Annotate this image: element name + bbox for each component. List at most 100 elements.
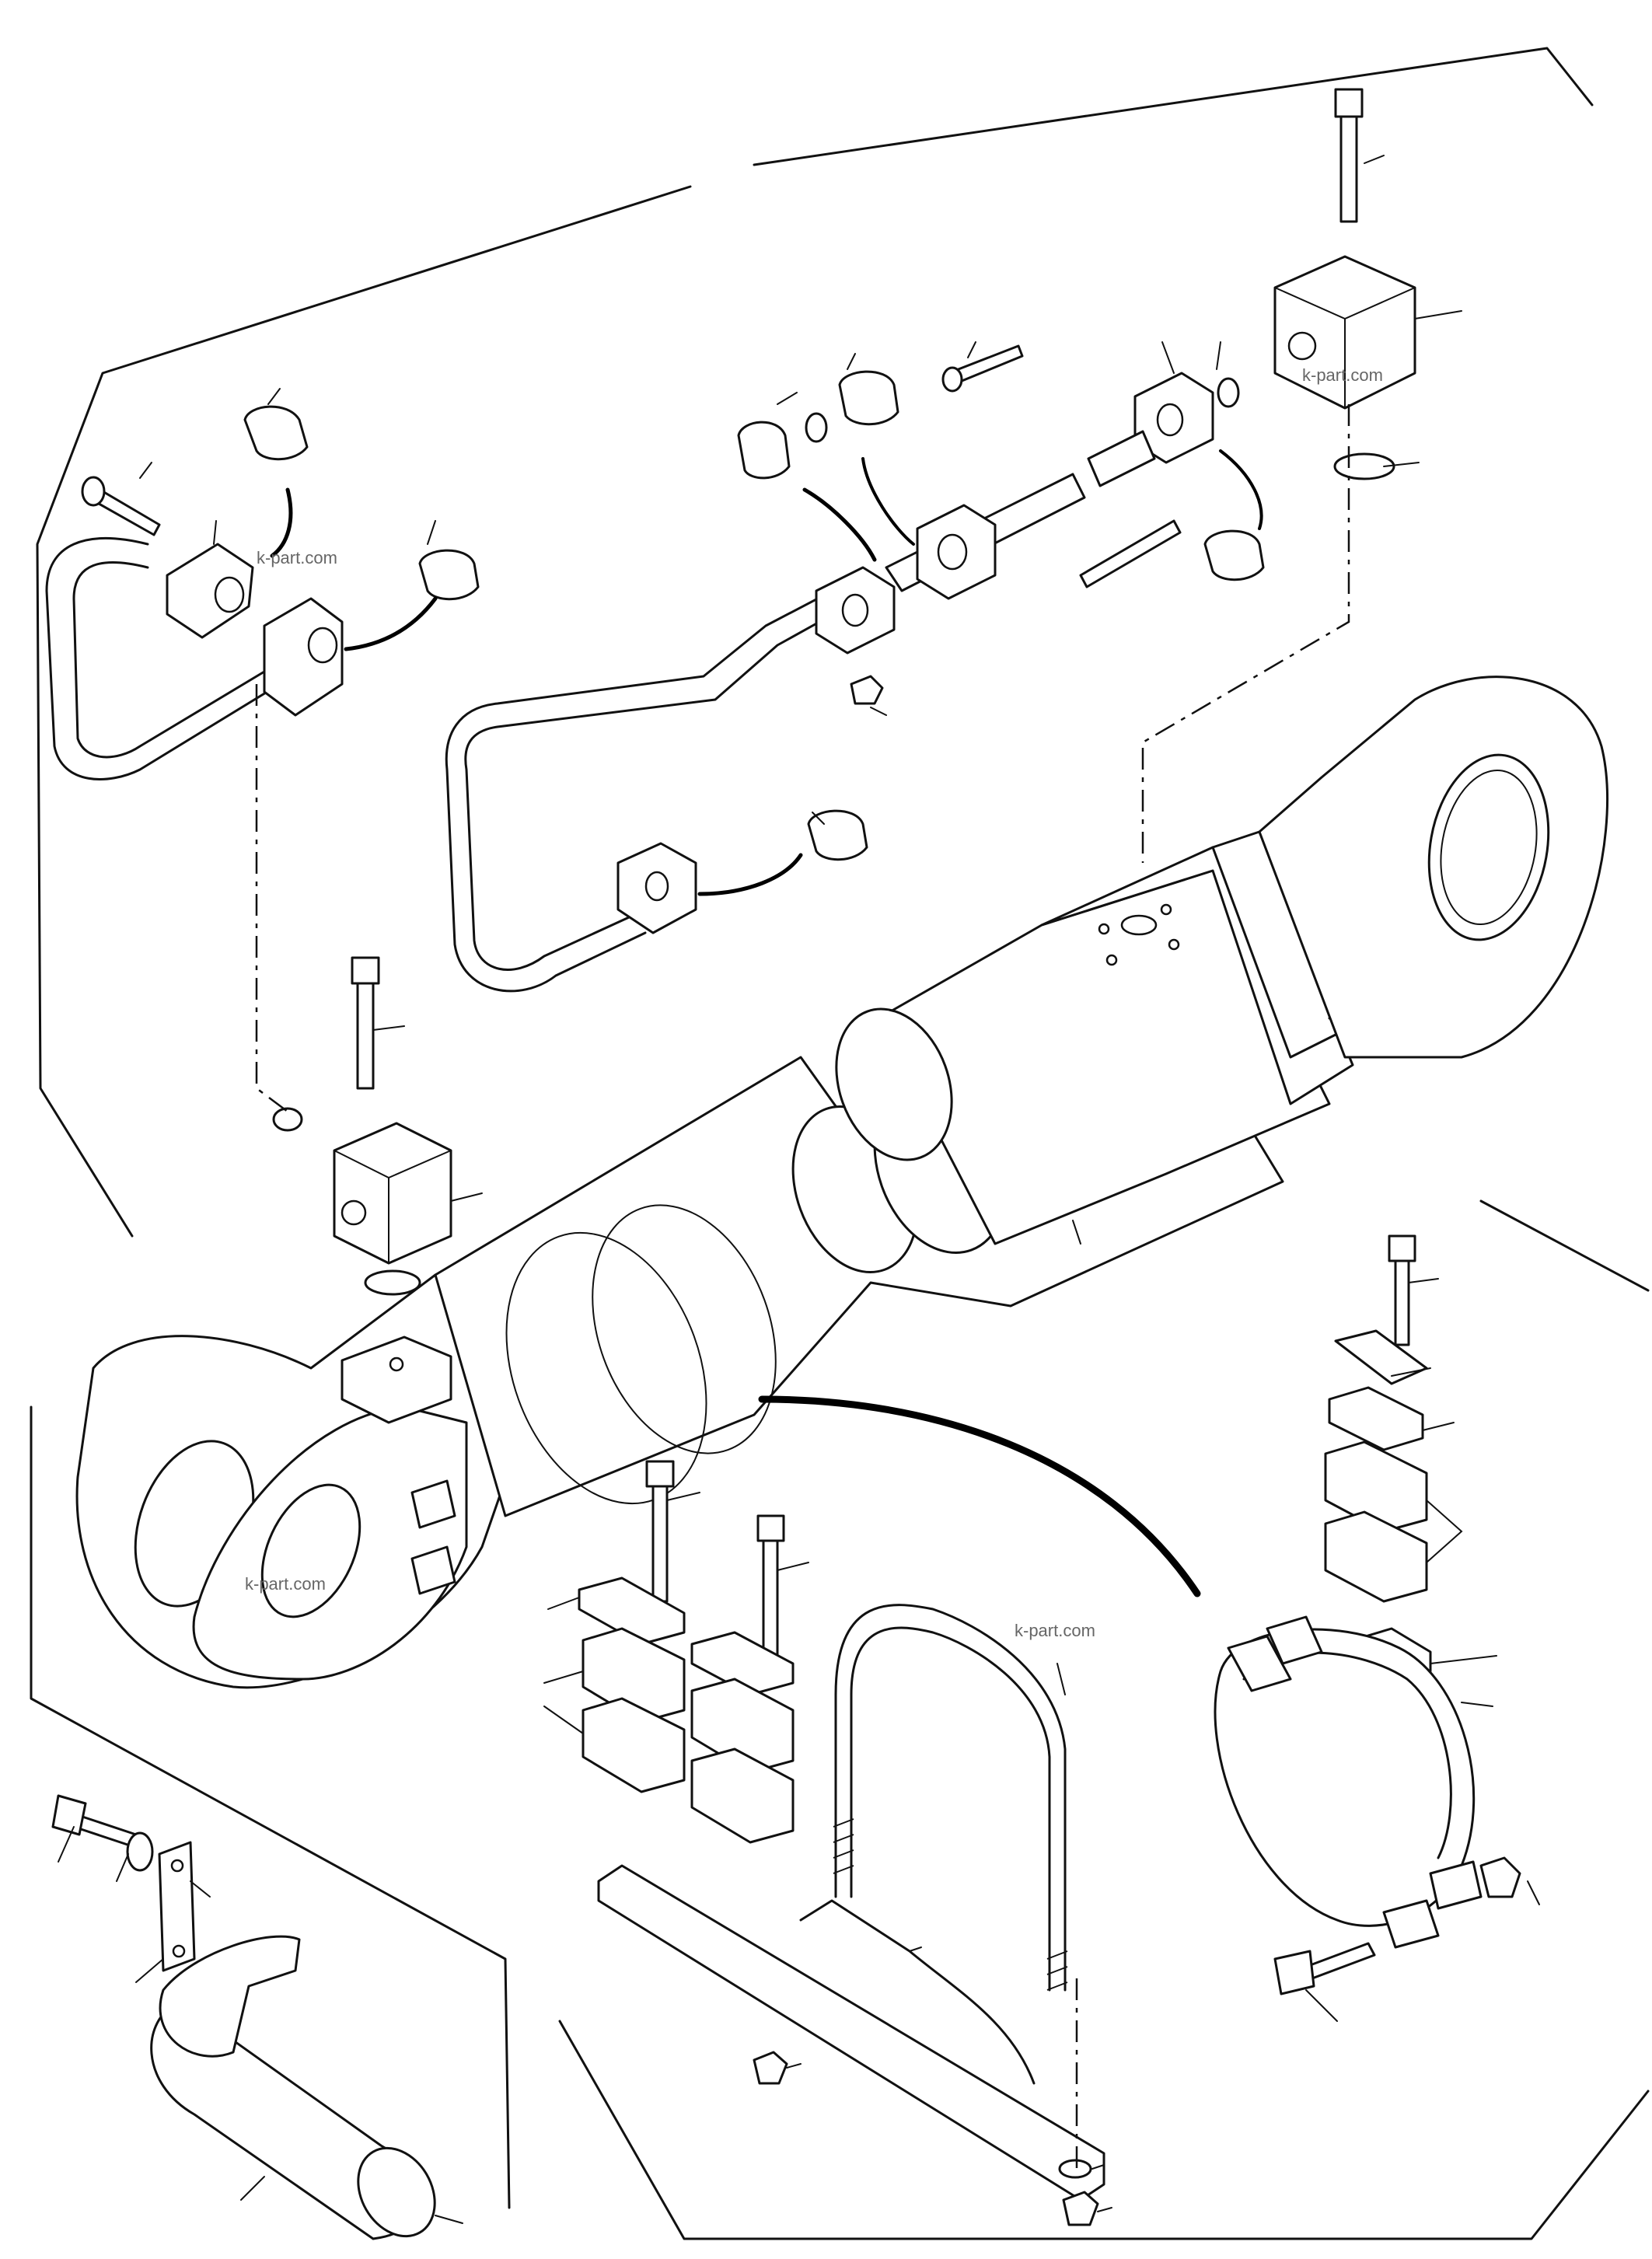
head-lug-lower bbox=[410, 1545, 456, 1595]
upper-dashed-line bbox=[1141, 404, 1350, 863]
center-plug-1 bbox=[737, 421, 791, 480]
band-bolt bbox=[1394, 1250, 1410, 1346]
clamp-bolt-1 bbox=[651, 1475, 669, 1603]
head-port-hole bbox=[389, 1356, 404, 1372]
band-ear-upper bbox=[1227, 1635, 1292, 1692]
head-lug-upper bbox=[410, 1479, 456, 1529]
pin-flange bbox=[159, 1935, 301, 2058]
block-bolt-upper bbox=[1339, 103, 1358, 223]
upper-port-block-top bbox=[1274, 287, 1416, 409]
lower-port-block-top bbox=[334, 1150, 452, 1264]
gland-bolt-2 bbox=[1160, 903, 1172, 916]
lower-block-oring-lower bbox=[364, 1269, 421, 1296]
gland-bolt-4 bbox=[1105, 954, 1118, 966]
center-bolt-lower bbox=[1079, 519, 1182, 588]
band-ear-lower bbox=[1382, 1899, 1440, 1949]
center-plug-2 bbox=[838, 370, 899, 426]
pin-lock-plate bbox=[158, 1841, 196, 1972]
u-bolt bbox=[834, 1604, 1067, 1992]
band-nut bbox=[1479, 1856, 1521, 1898]
pin-assembly bbox=[51, 1794, 436, 2240]
clamp-assembly-center bbox=[578, 1395, 1201, 2226]
upper-block-hole-main bbox=[1287, 331, 1317, 361]
clamp-bracket-profile bbox=[799, 1899, 1036, 2085]
left-bolt-head bbox=[81, 476, 106, 507]
bracket-washer bbox=[1058, 2159, 1092, 2179]
left-plug-top bbox=[243, 405, 309, 461]
watermark-text: k-part.com bbox=[1302, 365, 1383, 385]
band-lower-bolt bbox=[1304, 1942, 1376, 1980]
clamp-bolt-1-head bbox=[645, 1460, 675, 1488]
leader-lines bbox=[58, 155, 1540, 2224]
center-plug-4 bbox=[1203, 529, 1265, 581]
watermark-layer: k-part.com k-part.com k-part.com k-part.… bbox=[245, 365, 1383, 1640]
lower-dashed-line bbox=[255, 684, 288, 1112]
band-plate bbox=[1334, 1329, 1428, 1385]
tube-section-band-2 bbox=[592, 1204, 777, 1454]
left-pipe-assembly bbox=[45, 405, 480, 780]
band-ear-lower-2 bbox=[1429, 1860, 1483, 1910]
left-plug-arc-1 bbox=[270, 487, 293, 558]
pin-plate-hole-bottom bbox=[172, 1944, 186, 1958]
bracket-lower-nut bbox=[1062, 2191, 1099, 2226]
block-bolt-upper-head bbox=[1334, 88, 1364, 118]
left-pipe-inner bbox=[72, 561, 278, 759]
left-flange-upper-hole bbox=[214, 576, 245, 613]
center-flange-upper-hole bbox=[1156, 403, 1184, 437]
center-flange-lower-hole bbox=[841, 593, 869, 627]
head-port-block bbox=[341, 1335, 452, 1424]
bracket-nut bbox=[753, 2051, 788, 2085]
block-bolt-lower-head bbox=[351, 956, 380, 985]
gland-port-hole bbox=[1120, 914, 1158, 936]
head-eye-bore-right bbox=[260, 1483, 361, 1618]
pin-end-face bbox=[357, 2146, 436, 2238]
lower-block-oring-upper bbox=[272, 1107, 303, 1132]
pin-bolt-head bbox=[51, 1794, 87, 1836]
clamp-mounting-bracket bbox=[597, 1864, 1105, 2201]
center-oring-2 bbox=[1217, 377, 1240, 408]
rod-eye-bore bbox=[1427, 753, 1550, 941]
center-plug-arc-1 bbox=[802, 487, 877, 562]
clamp-half-1a bbox=[582, 1627, 686, 1723]
watermark-text: k-part.com bbox=[257, 548, 337, 567]
u-bolt-inner bbox=[850, 1626, 1051, 1992]
band-bolt-head bbox=[1388, 1234, 1416, 1262]
left-plug-right bbox=[418, 549, 480, 601]
left-flange-lower-hole bbox=[307, 627, 338, 664]
center-pipe bbox=[464, 605, 849, 971]
rod-eye-bore-inner bbox=[1440, 769, 1538, 926]
lower-block-hole-main bbox=[341, 1199, 367, 1226]
band-lower-bolt-head bbox=[1273, 1950, 1315, 1995]
watermark-text: k-part.com bbox=[245, 1574, 326, 1594]
lower-port-block bbox=[333, 1122, 452, 1265]
gland-bolt-3 bbox=[1168, 938, 1180, 951]
gland-bolt-1 bbox=[1098, 923, 1110, 935]
port-block-lower-left bbox=[255, 684, 452, 1296]
left-pipe bbox=[45, 537, 281, 780]
rod-cut-end bbox=[835, 1007, 953, 1161]
watermark-text: k-part.com bbox=[1015, 1621, 1095, 1640]
band-clamp-assembly bbox=[1214, 1234, 1521, 1995]
block-bolt-lower bbox=[356, 970, 375, 1090]
center-nut bbox=[850, 675, 884, 705]
clamp-bolt-2-head bbox=[756, 1514, 785, 1542]
band-spacer bbox=[1328, 1386, 1424, 1451]
main-swoop-arc bbox=[758, 1395, 1201, 1597]
clamp-half-1b bbox=[582, 1697, 686, 1793]
center-pipe-inner bbox=[445, 581, 849, 993]
center-plug-arc-2 bbox=[861, 457, 915, 546]
clamp-plate-2 bbox=[690, 1631, 795, 1696]
band-block-lower bbox=[1324, 1510, 1428, 1603]
left-plug-arc-2 bbox=[344, 596, 438, 651]
center-pipe-assembly bbox=[445, 344, 1265, 993]
clamp-half-2a bbox=[690, 1678, 795, 1774]
center-oring-1 bbox=[805, 412, 828, 443]
center-flange-mid-hole bbox=[937, 533, 968, 571]
center-flange-bottom-hole bbox=[644, 871, 669, 902]
clamp-half-2b bbox=[690, 1747, 795, 1844]
center-bolt-upper-head bbox=[941, 366, 963, 393]
hydraulic-cylinder bbox=[75, 676, 1608, 1689]
center-pipe-short bbox=[1087, 430, 1156, 487]
clamp-plate-1 bbox=[578, 1576, 686, 1646]
